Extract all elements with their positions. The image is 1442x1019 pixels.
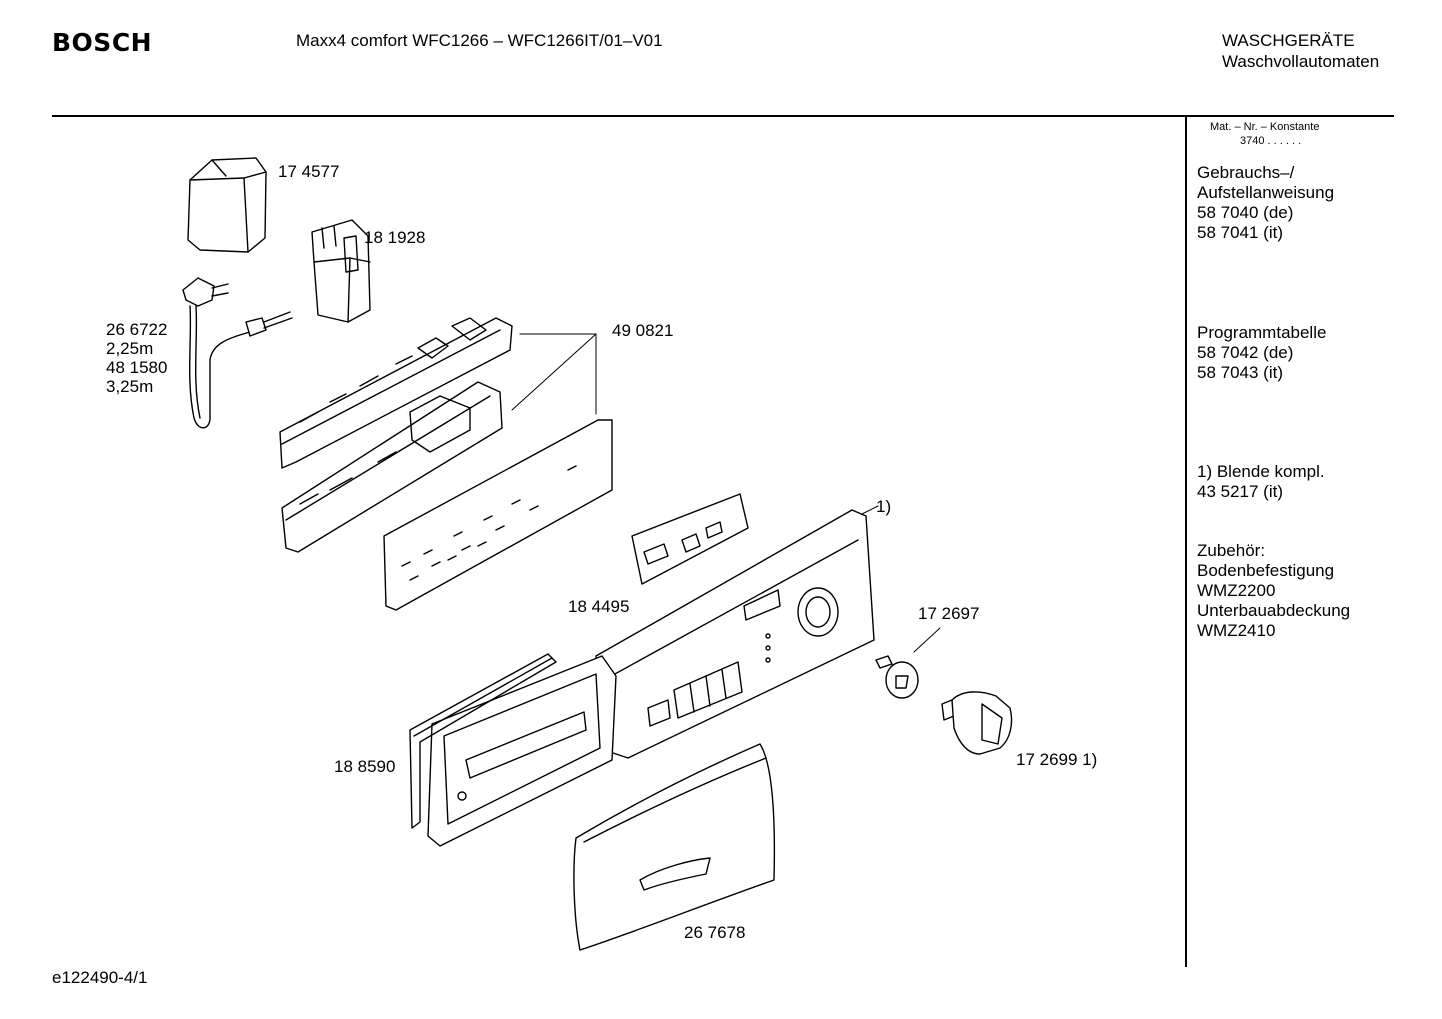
label-172697: 17 2697 [918,604,980,623]
constant-value: 3740 . . . . . . [1240,135,1302,147]
label-172699: 17 2699 1) [1016,750,1098,769]
blende-line: 1) Blende kompl. [1197,462,1325,481]
category-line2: Waschvollautomaten [1222,52,1380,71]
constant-label: Mat. – Nr. – Konstante [1210,121,1320,133]
part-filter [311,219,371,323]
accessory-line: Zubehör: [1197,541,1266,560]
part-seal [409,653,557,829]
accessory-line: Unterbauabdeckung [1197,601,1351,620]
part-drawer-frame [427,655,617,847]
model-title: Maxx4 comfort WFC1266 – WFC1266IT/01–V01 [296,31,663,50]
label-cable-line: 26 6722 [106,320,168,339]
label-181928: 18 1928 [364,228,426,247]
manual-line: Gebrauchs–/ [1197,163,1295,182]
accessory-line: Bodenbefestigung [1197,561,1335,580]
program-line: 58 7043 (it) [1197,363,1283,382]
label-cable-line: 48 1580 [106,358,168,377]
leader-172697 [913,627,941,653]
manual-line: 58 7041 (it) [1197,223,1283,242]
part-electronics-board [383,419,613,611]
blende-block: 1) Blende kompl. 43 5217 (it) [1197,462,1325,502]
program-line: Programmtabelle [1197,323,1327,342]
drawing-code: e122490-4/1 [52,968,148,987]
manuals-block: Gebrauchs–/ Aufstellanweisung 58 7040 (d… [1197,163,1334,243]
accessories-block: Zubehör: Bodenbefestigung WMZ2200 Unterb… [1197,541,1350,641]
label-note1: 1) [876,497,892,516]
leader-lines-490821 [511,333,597,415]
accessory-line: WMZ2410 [1197,621,1276,640]
part-drawer-handle [573,743,776,951]
manual-line: Aufstellanweisung [1197,183,1335,202]
part-power-cable [182,277,293,429]
label-cable: 26 6722 2,25m 48 1580 3,25m [106,320,167,396]
exploded-view-drawing [182,157,1013,951]
part-cover-cap [187,157,267,253]
header-rule [52,115,1394,117]
label-184495: 18 4495 [568,597,630,616]
leader-note1 [861,505,879,515]
label-188590: 18 8590 [334,757,396,776]
part-control-frame-lower [281,381,503,553]
category: WASCHGERÄTE Waschvollautomaten [1222,30,1379,72]
constant-block: Mat. – Nr. – Konstante 3740 . . . . . . [1210,120,1319,148]
part-control-frame-upper [279,317,513,469]
blende-line: 43 5217 (it) [1197,482,1283,501]
sidebar-rule [1185,117,1187,967]
program-line: 58 7042 (de) [1197,343,1294,362]
part-program-knob [941,691,1013,755]
program-block: Programmtabelle 58 7042 (de) 58 7043 (it… [1197,323,1326,383]
category-line1: WASCHGERÄTE [1222,31,1355,50]
accessory-line: WMZ2200 [1197,581,1276,600]
label-cable-line: 3,25m [106,377,154,396]
label-cable-line: 2,25m [106,339,154,358]
part-display-card [631,493,749,585]
label-267678: 26 7678 [684,923,746,942]
manual-line: 58 7040 (de) [1197,203,1294,222]
part-knob-insert [875,655,919,699]
label-490821: 49 0821 [612,321,674,340]
brand-logo: BOSCH [52,28,153,57]
label-174577: 17 4577 [278,162,340,181]
